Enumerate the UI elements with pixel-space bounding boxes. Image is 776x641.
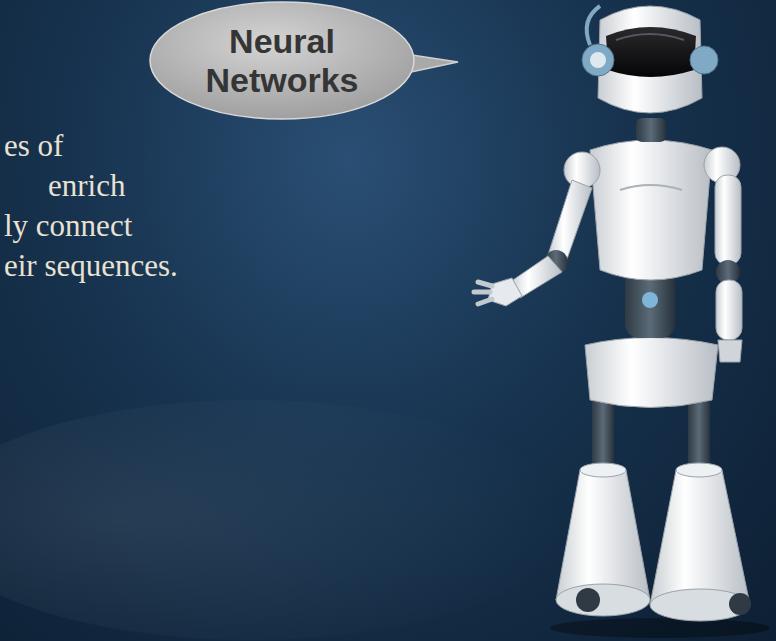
body-text-fragment: enrich xyxy=(48,170,125,201)
bubble-title: Neural Networks xyxy=(192,22,372,98)
body-text-fragment: eir sequences. xyxy=(4,250,178,281)
body-text-fragment: es of xyxy=(4,130,63,161)
speech-bubble: Neural Networks xyxy=(149,1,415,120)
body-text-fragment: ly connect xyxy=(4,210,132,241)
